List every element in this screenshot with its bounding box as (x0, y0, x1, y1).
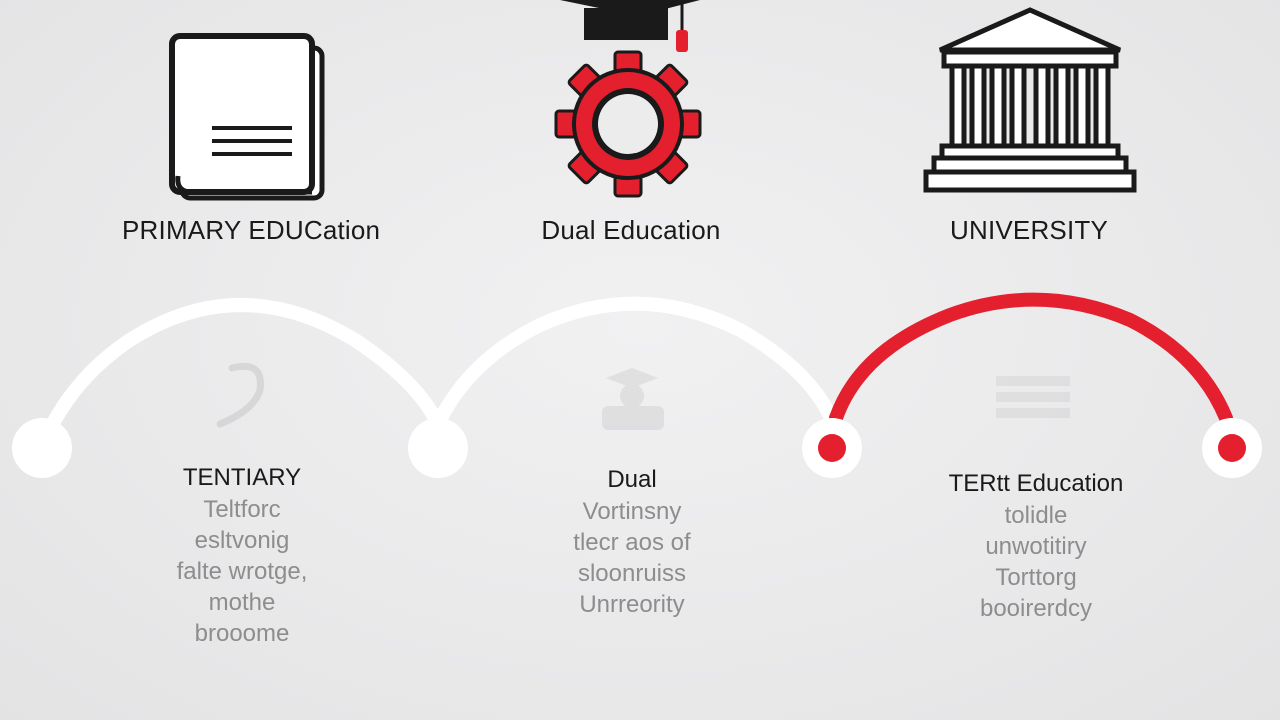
block-line: mothe (208, 589, 276, 616)
block-line: booirerdcy (979, 595, 1093, 622)
timeline-node-4 (1202, 418, 1262, 478)
block-line: Vortinsny (582, 498, 682, 525)
block-line: brooome (194, 620, 290, 647)
gear-icon (554, 50, 702, 198)
timeline-node-3 (802, 418, 862, 478)
block-line: Teltforc (203, 496, 281, 523)
graduation-cap-icon (560, 0, 700, 52)
text-block-tentiary: TENTIARY Teltforc esltvonig falte wrotge… (112, 462, 372, 649)
timeline-node-2 (408, 418, 468, 478)
timeline-node-1 (12, 418, 72, 478)
block-line: unwotitiry (985, 533, 1087, 560)
faint-grid-icon (996, 376, 1070, 418)
faint-hook-icon (216, 362, 264, 428)
block-line: falte wrotge, (176, 558, 308, 585)
block-line: Unrreority (579, 591, 685, 618)
faint-graduate-icon (602, 368, 664, 430)
block-title: TERtt Education (948, 470, 1124, 497)
block-line: tolidle (1004, 502, 1068, 529)
university-building-icon (923, 7, 1137, 193)
text-block-tertiary-education: TERtt Education tolidle unwotitiry Tortt… (906, 468, 1166, 624)
block-line: esltvonig (194, 527, 290, 554)
timeline-segment-3 (829, 292, 1233, 425)
block-line: tlecr aos of (573, 529, 691, 556)
block-title: TENTIARY (182, 464, 302, 491)
stage-label-university: UNIVERSITY (950, 215, 1109, 245)
timeline-segment-2 (433, 296, 839, 427)
block-line: sloonruiss (577, 560, 687, 587)
timeline-segment-1 (35, 298, 443, 453)
stage-label-dual: Dual Education (541, 215, 721, 245)
text-block-dual: Dual Vortinsny tlecr aos of sloonruiss U… (502, 464, 762, 620)
block-line: Torttorg (995, 564, 1077, 591)
book-icon (169, 33, 325, 201)
stage-label-primary: PRIMARY EDUCation (122, 215, 381, 245)
block-title: Dual (607, 466, 657, 493)
